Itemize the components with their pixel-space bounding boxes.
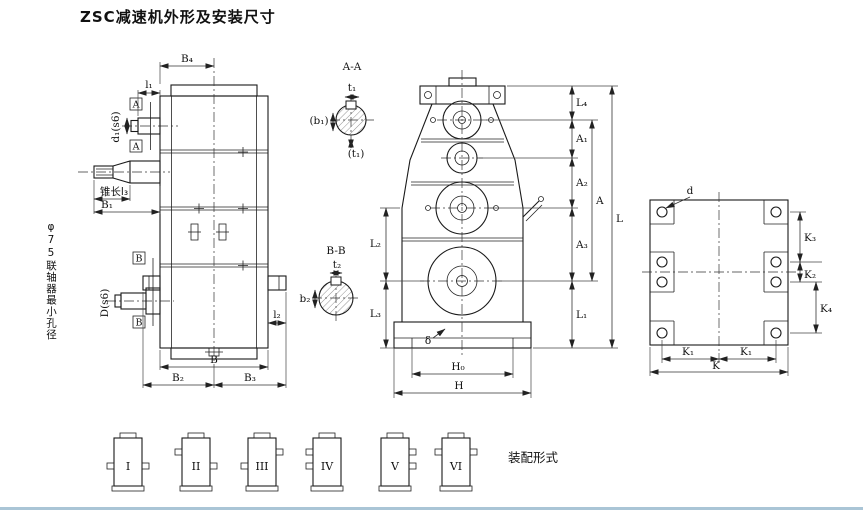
dim-label-k3: K₃ — [804, 232, 816, 244]
dim-label-l4: L₄ — [576, 97, 587, 109]
assembly-variant-label: V — [390, 460, 400, 473]
dim-label-b4: B₄ — [181, 53, 193, 65]
dim-label-b2: B₂ — [172, 372, 184, 384]
dim-label-l3: L₃ — [370, 308, 381, 320]
dim-label-l1-front: L₁ — [576, 309, 587, 321]
dim-label-k1-left: K₁ — [682, 346, 694, 358]
side-view: A A B B — [78, 53, 287, 388]
dim-label-l2-small: l₂ — [273, 309, 281, 321]
assembly-caption: 装配形式 — [508, 450, 559, 465]
assembly-variant-label: I — [126, 460, 130, 473]
assembly-variants: I II III — [106, 432, 559, 492]
dim-label-b1: B₁ — [101, 199, 113, 211]
assembly-variant-1: I — [106, 432, 150, 492]
dim-label-d1: d₁(s6) — [110, 111, 122, 142]
dim-label-k4: K₄ — [820, 303, 832, 315]
plate-view: d K₃ K₂ K₄ K₁ K₁ K — [642, 185, 832, 376]
dim-label-b1-key: (b₁) — [309, 115, 328, 127]
dim-label-l2: L₂ — [370, 238, 381, 250]
dim-label-d-hole: d — [687, 185, 694, 197]
dim-label-h: H — [454, 380, 463, 392]
dim-label-a2: A₂ — [575, 177, 588, 189]
assembly-variant-6: VI — [434, 432, 478, 492]
dim-label-t1-ref: (t₁) — [348, 148, 365, 160]
dim-label-l: L — [616, 213, 623, 225]
dipstick-icon — [522, 196, 544, 222]
section-a-marker-top: A — [132, 100, 140, 111]
dim-label-t2: t₂ — [333, 259, 341, 271]
dim-label-delta: δ — [425, 335, 431, 347]
assembly-variant-label: IV — [321, 460, 334, 473]
dim-label-b3: B₃ — [244, 372, 256, 384]
dim-label-b: B — [210, 354, 218, 366]
assembly-variant-5: V — [378, 432, 417, 492]
section-b-marker-top: B — [136, 254, 143, 265]
dim-label-shaft-d: D(s6) — [99, 289, 111, 318]
section-a-marker-bottom: A — [132, 142, 140, 153]
assembly-variant-4: IV — [305, 432, 344, 492]
dim-label-k1-right: K₁ — [740, 346, 752, 358]
dim-label-a3: A₃ — [575, 239, 588, 251]
dim-label-l1: l₁ — [145, 79, 153, 91]
assembly-variant-label: VI — [449, 460, 462, 473]
oil-bolt-icon — [188, 223, 229, 241]
section-bb-label: B-B — [326, 245, 345, 257]
coupling-bore-note: φ75联轴器最小孔径 — [45, 221, 57, 341]
section-aa-label: A-A — [342, 61, 362, 73]
window-bottom-edge — [0, 507, 863, 510]
dim-label-t1: t₁ — [348, 82, 356, 94]
dim-label-a: A — [595, 195, 604, 207]
assembly-variant-3: III — [240, 432, 284, 492]
section-bb: B-B t₂ b₂ — [300, 245, 360, 321]
dim-label-k: K — [712, 360, 720, 372]
section-b-marker-bottom: B — [136, 318, 143, 329]
drain-plug-icon — [205, 347, 223, 357]
dim-label-b2-key: b₂ — [300, 293, 311, 305]
dim-label-k2: K₂ — [804, 269, 816, 281]
page-title: ZSC减速机外形及安装尺寸 — [80, 8, 276, 26]
assembly-variant-2: II — [174, 432, 218, 492]
dim-label-cone-length: 锥长l₃ — [100, 186, 128, 198]
dim-label-h0: H₀ — [451, 361, 464, 373]
front-view: δ L₄ A₁ A₂ A₃ L₁ A L — [370, 70, 623, 398]
assembly-variant-label: III — [255, 460, 268, 473]
assembly-variant-label: II — [192, 460, 201, 473]
section-aa: A-A t₁ (b₁) (t₁) — [309, 61, 374, 160]
dim-label-a1: A₁ — [575, 133, 588, 145]
